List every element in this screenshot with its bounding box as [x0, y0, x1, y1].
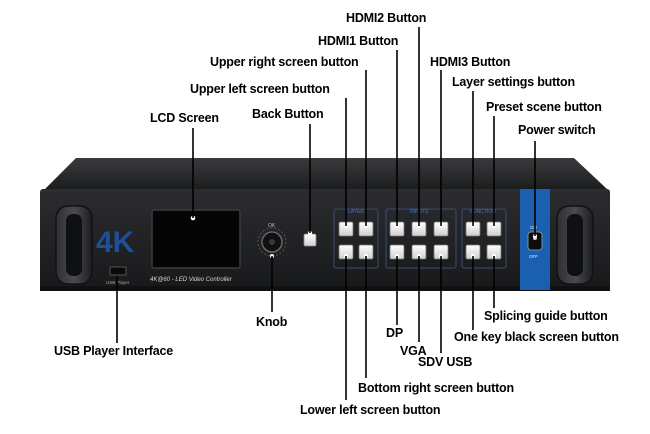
brand-logo: 4K: [96, 226, 135, 259]
right-rack-handle: [556, 205, 594, 285]
layer-group-label: LAYER: [348, 209, 364, 215]
inputs-group-frame: [385, 208, 457, 269]
knob-center: [269, 239, 275, 245]
callout-knob: Knob: [256, 315, 288, 329]
callout-lower-left: Lower left screen button: [300, 403, 441, 417]
leader-lines: [116, 27, 536, 400]
callout-preset-scene: Preset scene button: [486, 100, 602, 114]
layer-group-frame: [333, 208, 379, 269]
callout-lcd: LCD Screen: [150, 111, 219, 125]
callout-hdmi1: HDMI1 Button: [318, 34, 399, 48]
back-button[interactable]: [303, 233, 317, 247]
callout-bottom-right: Bottom right screen button: [358, 381, 514, 395]
callout-upper-right: Upper right screen button: [210, 55, 359, 69]
function-group-frame: [461, 208, 507, 269]
knob-label: OK: [268, 223, 276, 229]
usb-port-label: USB Player: [106, 280, 130, 285]
callout-splicing: Splicing guide button: [484, 309, 608, 323]
function-group-label: FUNCTION: [470, 209, 496, 215]
callout-vga: VGA: [400, 344, 427, 358]
callout-upper-left: Upper left screen button: [190, 82, 330, 96]
callout-dp: DP: [386, 326, 403, 340]
callout-one-key-black: One key black screen button: [454, 330, 619, 344]
callout-usb-player: USB Player Interface: [54, 344, 173, 358]
callout-back: Back Button: [252, 107, 324, 121]
lcd-screen: [151, 209, 241, 269]
callout-hdmi2: HDMI2 Button: [346, 11, 427, 25]
callout-hdmi3: HDMI3 Button: [430, 55, 511, 69]
front-bottom-edge: [40, 286, 610, 291]
usb-player-port[interactable]: [109, 266, 127, 276]
chassis-top: [44, 158, 608, 190]
callout-power: Power switch: [518, 123, 596, 137]
power-off-label: OFF: [529, 254, 538, 259]
callout-layer-settings: Layer settings button: [452, 75, 575, 89]
model-text: 4K@60 - LED Video Controller: [150, 277, 233, 283]
power-on-label: ON: [530, 225, 537, 230]
left-rack-handle: [55, 205, 93, 285]
callout-sdv-usb: SDV USB: [418, 355, 473, 369]
